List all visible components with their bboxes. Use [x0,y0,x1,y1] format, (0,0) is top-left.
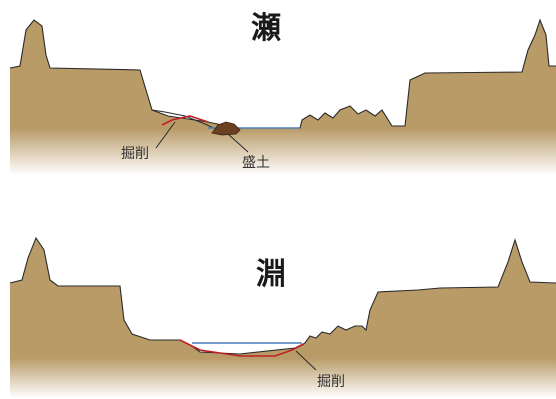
riffle-excavation-leader [155,121,176,149]
pool-ground-outline [9,236,556,355]
riffle-embankment-mound [211,121,241,136]
riffle-title: 瀬 [251,11,281,46]
pool-title: 淵 [256,257,286,292]
riffle-excavation-label: 掘削 [121,146,149,162]
pool-excavation-line [179,339,305,357]
riffle-excavation-line [161,115,209,126]
pool-excavation-label: 掘削 [317,374,345,390]
pool-ground [10,238,556,398]
riffle-embankment-label: 盛土 [242,155,270,171]
riffle-embankment-leader [227,133,249,153]
riffle-ground-outline [9,18,556,129]
pool-excavation-leader [295,350,317,371]
riffle-ground [10,20,556,175]
riffle-panel: 瀬 掘削 盛土 [9,11,556,175]
pool-panel: 淵 掘削 [9,236,556,398]
riffle-original-bank-line [151,109,223,133]
